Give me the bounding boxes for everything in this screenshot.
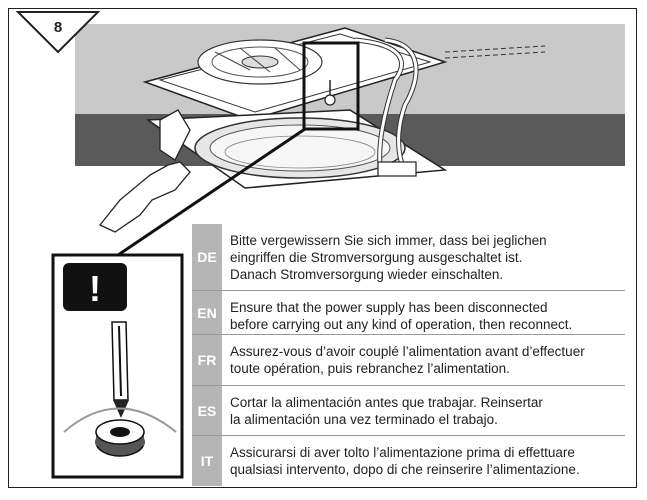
hand-illustration <box>98 161 191 233</box>
grille-frame <box>145 109 448 189</box>
instruction-row-es: ES Cortar la alimentación antes que trab… <box>192 386 625 436</box>
language-code-es: ES <box>192 386 222 435</box>
instruction-text-fr: Assurez-vous d’avoir couplé l’alimentati… <box>230 344 585 376</box>
zoom-highlight-box <box>302 41 360 131</box>
step-badge: 8 <box>15 11 101 54</box>
language-code-it: IT <box>192 436 222 486</box>
screw-terminal-illustration <box>63 407 177 457</box>
fan-panel <box>142 27 448 121</box>
warning-icon: ! <box>63 263 127 311</box>
instruction-row-fr: FR Assurez-vous d’avoir couplé l’aliment… <box>192 335 625 386</box>
instruction-text-es: Cortar la alimentación antes que trabaja… <box>230 395 543 427</box>
instruction-row-en: EN Ensure that the power supply has been… <box>192 291 625 335</box>
language-code-en: EN <box>192 291 222 334</box>
safety-instructions-table: DE Bitte vergewissern Sie sich immer, da… <box>192 224 625 486</box>
language-code-fr: FR <box>192 335 222 385</box>
connector-block <box>377 161 417 177</box>
language-code-de: DE <box>192 224 222 290</box>
page-frame <box>8 8 637 488</box>
step-number: 8 <box>54 19 62 36</box>
instruction-text-de: Bitte vergewissern Sie sich immer, dass … <box>230 233 547 282</box>
instruction-text-it: Assicurarsi di aver tolto l’alimentazion… <box>230 445 580 477</box>
warning-symbol: ! <box>89 268 101 309</box>
instruction-text-en: Ensure that the power supply has been di… <box>230 300 573 332</box>
instruction-row-de: DE Bitte vergewissern Sie sich immer, da… <box>192 224 625 291</box>
instruction-row-it: IT Assicurarsi di aver tolto l’alimentaz… <box>192 436 625 486</box>
